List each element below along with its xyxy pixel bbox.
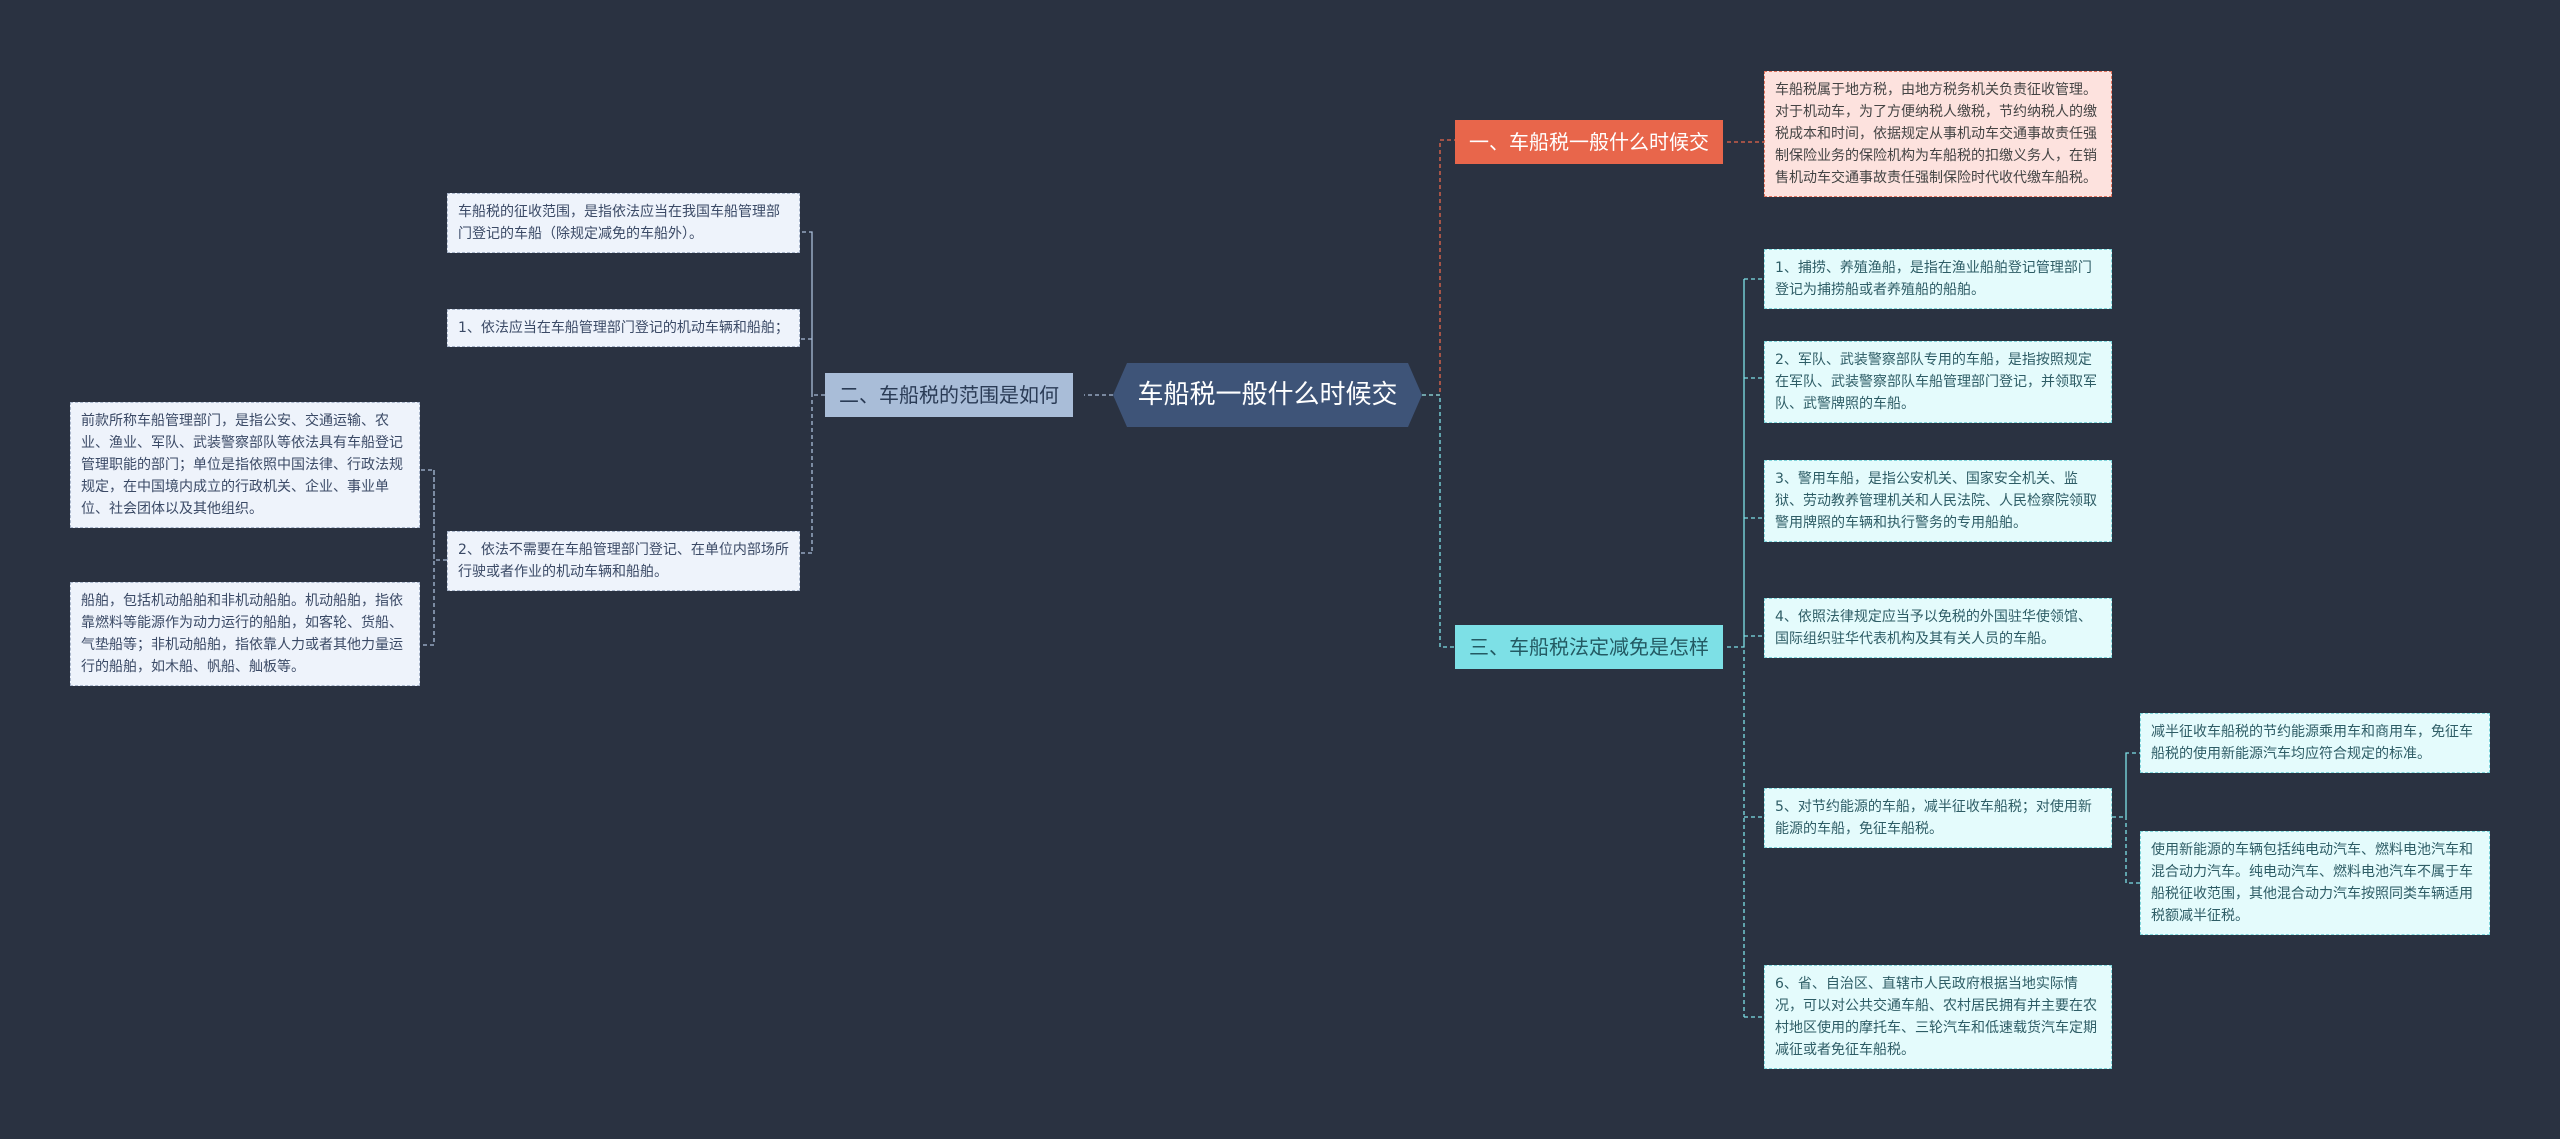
leaf-scope-management-note: 前款所称车船管理部门，是指公安、交通运输、农业、渔业、军队、武装警察部队等依法具… [70,402,420,528]
leaf-scope-ship-note: 船舶，包括机动船舶和非机动船舶。机动船舶，指依靠燃料等能源作为动力运行的船舶，如… [70,582,420,686]
leaf-when-to-pay-detail: 车船税属于地方税，由地方税务机关负责征收管理。对于机动车，为了方便纳税人缴税，节… [1764,71,2112,197]
leaf-scope-item-1: 1、依法应当在车船管理部门登记的机动车辆和船舶； [447,309,800,347]
leaf-exemption-item-6: 6、省、自治区、直辖市人民政府根据当地实际情况，可以对公共交通车船、农村居民拥有… [1764,965,2112,1069]
branch-scope[interactable]: 二、车船税的范围是如何 [825,373,1073,417]
branch-exemption[interactable]: 三、车船税法定减免是怎样 [1455,625,1723,669]
central-topic-shape [1113,363,1422,427]
leaf-scope-definition: 车船税的征收范围，是指依法应当在我国车船管理部门登记的车船（除规定减免的车船外）… [447,193,800,253]
central-topic-label: 车船税一般什么时候交 [1137,380,1398,410]
central-topic[interactable]: 车船税一般什么时候交 [1113,363,1422,427]
leaf-energy-saving-note: 减半征收车船税的节约能源乘用车和商用车，免征车船税的使用新能源汽车均应符合规定的… [2140,713,2490,773]
leaf-exemption-item-2: 2、军队、武装警察部队专用的车船，是指按照规定在军队、武装警察部队车船管理部门登… [1764,341,2112,423]
leaf-new-energy-note: 使用新能源的车辆包括纯电动汽车、燃料电池汽车和混合动力汽车。纯电动汽车、燃料电池… [2140,831,2490,935]
leaf-exemption-item-1: 1、捕捞、养殖渔船，是指在渔业船舶登记管理部门登记为捕捞船或者养殖船的船舶。 [1764,249,2112,309]
leaf-scope-item-2: 2、依法不需要在车船管理部门登记、在单位内部场所行驶或者作业的机动车辆和船舶。 [447,531,800,591]
leaf-exemption-item-5: 5、对节约能源的车船，减半征收车船税；对使用新能源的车船，免征车船税。 [1764,788,2112,848]
branch-when-to-pay[interactable]: 一、车船税一般什么时候交 [1455,120,1723,164]
leaf-exemption-item-3: 3、警用车船，是指公安机关、国家安全机关、监狱、劳动教养管理机关和人民法院、人民… [1764,460,2112,542]
leaf-exemption-item-4: 4、依照法律规定应当予以免税的外国驻华使领馆、国际组织驻华代表机构及其有关人员的… [1764,598,2112,658]
